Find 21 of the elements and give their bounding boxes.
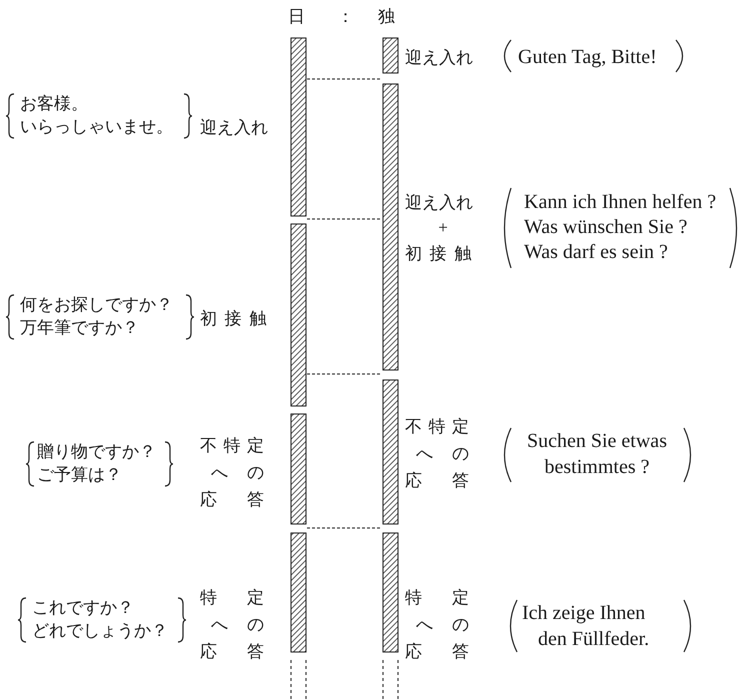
label-text: 日: [288, 6, 305, 28]
japanese-phrase: 何をお探しですか？万年筆ですか？: [20, 294, 173, 339]
label-text: 特定への応答: [405, 587, 469, 663]
japanese-phrase: お客様。いらっしゃいませ。: [20, 93, 173, 138]
german-phrase: Ich zeige Ihnen den Füllfeder.: [522, 601, 650, 652]
label-text: 独: [378, 6, 395, 28]
japanese-phrase: 贈り物ですか？ご予算は？: [37, 441, 156, 486]
label-text: 初接触: [200, 308, 274, 330]
label-text: 特定への応答: [200, 587, 264, 663]
label-text: 迎え入れ: [405, 192, 473, 214]
label-text: 迎え入れ: [200, 117, 268, 139]
label-text: 不特定への応答: [200, 435, 264, 511]
label-text: 迎え入れ: [405, 47, 473, 69]
label-text: 初接触: [405, 243, 479, 265]
german-phrase: Guten Tag, Bitte!: [518, 45, 657, 70]
german-phrase: Kann ich Ihnen helfen ? Was wünschen Sie ? Was darf es sein ?: [524, 190, 716, 265]
japanese-phrase: これですか？どれでしょうか？: [32, 597, 168, 642]
label-text: 不特定への応答: [405, 416, 469, 492]
label-text: +: [437, 217, 449, 239]
german-phrase: Suchen Sie etwas bestimmtes ?: [526, 429, 668, 480]
label-text: ：: [337, 6, 354, 28]
